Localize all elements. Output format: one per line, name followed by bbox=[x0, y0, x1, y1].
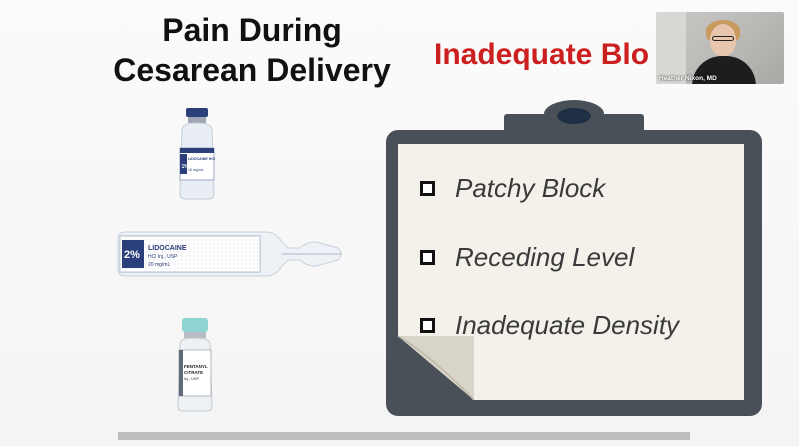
fentanyl-line-3: Inj., USP bbox=[184, 377, 199, 381]
vial-1-percent: 1% bbox=[182, 164, 190, 170]
fentanyl-line-2: CITRATE bbox=[184, 370, 203, 375]
checkbox-icon bbox=[420, 181, 435, 196]
ampule-percent: 2% bbox=[124, 249, 140, 261]
clipboard-graphic bbox=[386, 100, 762, 416]
checklist-item-label: Inadequate Density bbox=[455, 310, 680, 340]
checklist-item-patchy-block: Patchy Block bbox=[420, 173, 605, 204]
fentanyl-line-1: FENTANYL bbox=[184, 364, 208, 369]
vial-1-brand: LIDOCAINE HCl bbox=[188, 157, 215, 161]
slide-subtitle: Inadequate Blo bbox=[434, 38, 650, 71]
slide-title-line-2: Cesarean Delivery bbox=[113, 52, 391, 88]
glasses-icon bbox=[712, 36, 734, 41]
ampule-conc: 20 mg/mL bbox=[148, 262, 170, 268]
ampule-line-2: HCl Inj., USP bbox=[148, 254, 178, 260]
video-progress-fill bbox=[118, 432, 690, 440]
webcam-name-label: Heather Nixon, MD bbox=[659, 75, 717, 82]
lidocaine-ampule-image: 2% LIDOCAINE HCl Inj., USP 20 mg/mL bbox=[117, 231, 342, 277]
checklist-item-label: Receding Level bbox=[455, 242, 635, 272]
checklist-item-receding-level: Receding Level bbox=[420, 242, 634, 273]
ampule-brand: LIDOCAINE bbox=[148, 245, 187, 252]
checkbox-icon bbox=[420, 250, 435, 265]
checklist-item-label: Patchy Block bbox=[455, 173, 606, 203]
checkbox-icon bbox=[420, 318, 435, 333]
checklist-item-inadequate-density: Inadequate Density bbox=[420, 310, 679, 341]
lidocaine-vial-image: 1% LIDOCAINE HCl 10 mg/mL bbox=[179, 108, 215, 200]
vial-1-conc: 10 mg/mL bbox=[188, 168, 204, 172]
slide-title: Pain During Cesarean Delivery bbox=[92, 10, 412, 90]
fentanyl-vial-image: FENTANYL CITRATE Inj., USP bbox=[177, 318, 213, 412]
webcam-video: Heather Nixon, MD bbox=[656, 12, 784, 84]
video-progress-bar[interactable] bbox=[118, 432, 690, 440]
slide-title-line-1: Pain During bbox=[162, 12, 342, 48]
